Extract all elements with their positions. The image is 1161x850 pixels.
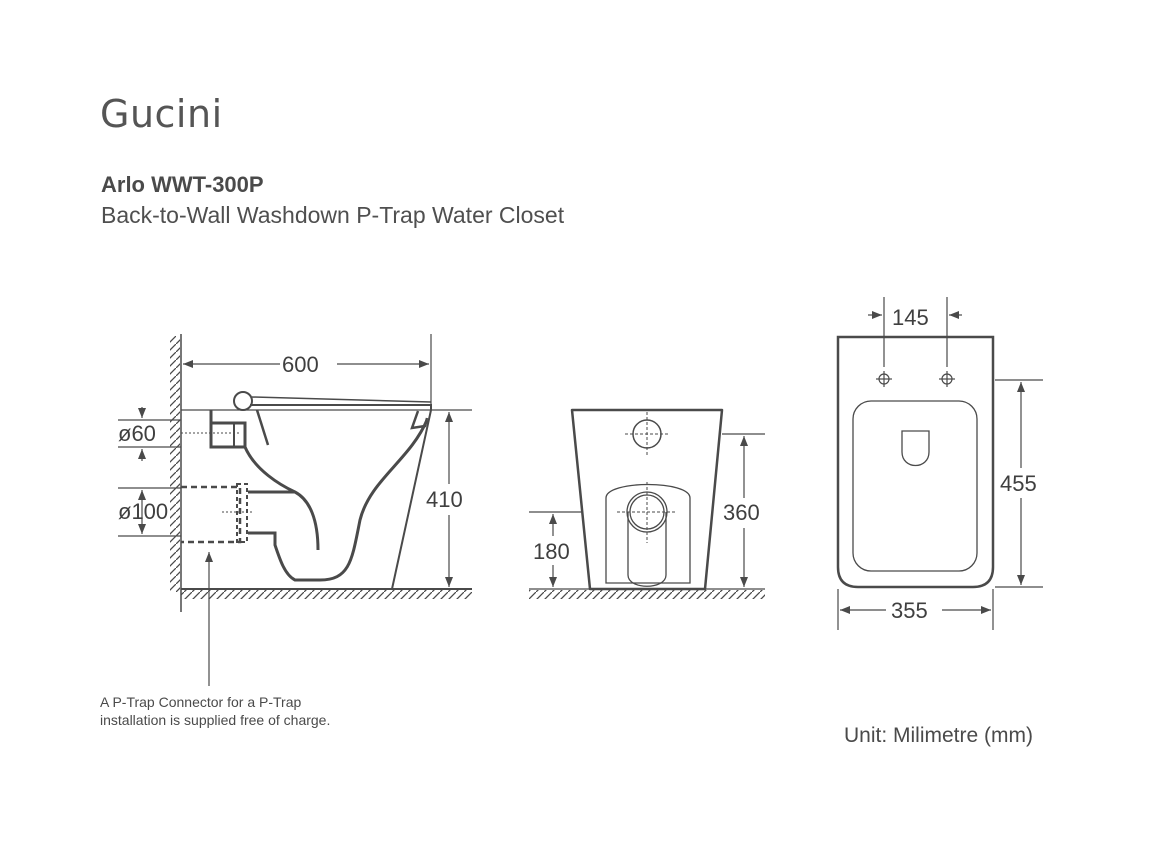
top-view [836,297,1043,630]
dim-width: 355 [891,598,928,623]
note-line-2: installation is supplied free of charge. [100,712,331,728]
dim-length: 600 [282,352,319,377]
dim-inlet-diameter: ø60 [118,421,156,446]
p-trap-note: A P-Trap Connector for a P-Trap installa… [100,693,330,729]
dim-seat-hole-spacing: 145 [892,305,929,330]
brand-logo: Gucini [100,92,223,136]
note-line-1: A P-Trap Connector for a P-Trap [100,694,302,710]
dim-outlet-diameter: ø100 [118,499,168,524]
rear-view [529,408,765,599]
product-subtitle: Back-to-Wall Washdown P-Trap Water Close… [101,202,565,228]
unit-label: Unit: Milimetre (mm) [844,724,1033,747]
side-view [118,334,472,686]
dim-height: 410 [426,487,463,512]
dim-outlet-height: 180 [533,539,570,564]
dim-inlet-height: 360 [723,500,760,525]
dim-bowl-length: 455 [1000,471,1037,496]
model-name: Arlo WWT-300P [101,172,264,197]
